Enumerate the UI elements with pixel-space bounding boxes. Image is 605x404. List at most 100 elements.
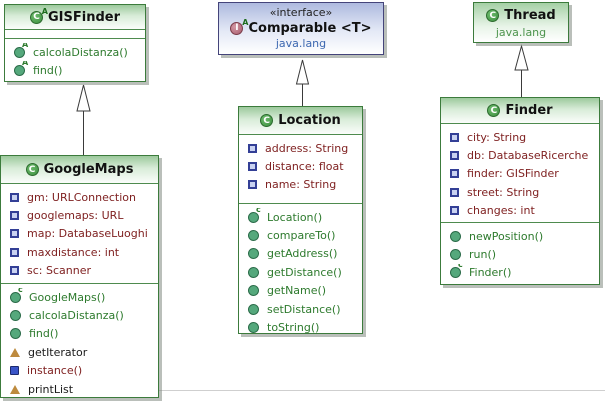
method-label: getName() <box>267 284 327 298</box>
field-label: map: DatabaseLuoghi <box>27 227 148 241</box>
constructor-badge: c <box>458 263 463 270</box>
public-method-icon <box>248 322 259 334</box>
method-label: getAddress() <box>267 247 338 261</box>
method-row[interactable]: c GoogleMaps() <box>1 288 158 306</box>
class-icon: C <box>260 114 274 127</box>
package-label: java.lang <box>275 37 327 50</box>
field-row[interactable]: changes: int <box>441 202 599 220</box>
class-icon: C <box>486 9 500 22</box>
googlemaps-methods-compartment: c GoogleMaps() calcolaDistanza() find() … <box>1 283 158 399</box>
field-row[interactable]: map: DatabaseLuoghi <box>1 225 158 243</box>
method-row[interactable]: getAddress() <box>239 245 362 263</box>
method-row[interactable]: toString() <box>239 318 362 334</box>
constructor-icon: c <box>450 263 463 279</box>
public-method-icon <box>450 230 461 242</box>
field-row[interactable]: sc: Scanner <box>1 262 158 280</box>
gisfinder-header[interactable]: C A GISFinder <box>5 5 145 29</box>
public-method-icon <box>248 303 259 315</box>
field-row[interactable]: city: String <box>441 128 599 146</box>
interface-box-comparable[interactable]: «interface» I A Comparable <T> java.lang <box>218 2 384 55</box>
field-row[interactable]: gm: URLConnection <box>1 188 158 206</box>
constructor-icon: c <box>10 288 23 303</box>
public-method-icon <box>248 230 259 242</box>
constructor-badge: c <box>18 288 23 294</box>
field-row[interactable]: street: String <box>441 183 599 201</box>
field-row[interactable]: distance: float <box>239 157 362 175</box>
public-method-icon <box>450 249 461 261</box>
method-row[interactable]: printList <box>1 380 158 398</box>
finder-methods-compartment: newPosition() run() c Finder() <box>441 222 599 284</box>
class-box-googlemaps[interactable]: C GoogleMaps gm: URLConnection googlemap… <box>0 155 159 398</box>
method-row[interactable]: setDistance() <box>239 300 362 318</box>
method-row[interactable]: A calcolaDistanza() <box>5 43 145 61</box>
public-method-icon <box>10 328 21 340</box>
abstract-badge: A <box>22 61 29 68</box>
public-method-icon <box>248 266 259 278</box>
interface-title: Comparable <T> <box>248 20 372 36</box>
field-row[interactable]: name: String <box>239 176 362 194</box>
method-row[interactable]: getDistance() <box>239 263 362 281</box>
class-icon-letter: C <box>490 105 498 116</box>
method-row[interactable]: c Finder() <box>441 264 599 282</box>
finder-header[interactable]: C Finder <box>441 98 599 123</box>
inheritance-arrow-googlemaps-gisfinder[interactable] <box>76 84 91 155</box>
googlemaps-header[interactable]: C GoogleMaps <box>1 156 158 183</box>
class-box-thread[interactable]: C Thread java.lang <box>473 2 569 43</box>
field-row[interactable]: address: String <box>239 139 362 157</box>
field-row[interactable]: finder: GISFinder <box>441 165 599 183</box>
inheritance-arrow-finder-thread[interactable] <box>514 44 529 97</box>
method-label: Location() <box>267 210 323 224</box>
class-icon: C <box>487 104 501 117</box>
class-box-finder[interactable]: C Finder city: String db: DatabaseRicerc… <box>440 97 600 285</box>
class-title: GoogleMaps <box>43 162 134 177</box>
method-row[interactable]: instance() <box>1 362 158 380</box>
method-row[interactable]: getIterator <box>1 343 158 361</box>
method-label: compareTo() <box>267 229 336 243</box>
gisfinder-methods-compartment: A calcolaDistanza() A find() <box>5 38 145 80</box>
field-row[interactable]: maxdistance: int <box>1 243 158 261</box>
field-icon <box>450 151 459 161</box>
implements-arrow-location-comparable[interactable] <box>295 59 310 107</box>
field-label: city: String <box>467 130 527 144</box>
field-icon <box>450 132 459 142</box>
public-method-icon <box>248 285 259 297</box>
finder-fields-compartment: city: String db: DatabaseRicerche finder… <box>441 123 599 222</box>
method-label: run() <box>469 248 497 262</box>
method-label: setDistance() <box>267 302 341 316</box>
page-boundary-line <box>0 390 605 391</box>
method-row[interactable]: A find() <box>5 61 145 79</box>
field-icon <box>248 143 257 153</box>
class-title: GISFinder <box>48 9 120 25</box>
location-header[interactable]: C Location <box>239 107 362 134</box>
method-row[interactable]: calcolaDistanza() <box>1 306 158 324</box>
thread-header: C Thread <box>474 3 568 26</box>
protected-member-icon <box>10 347 20 357</box>
class-box-gisfinder[interactable]: C A GISFinder A calcolaDistanza() A find… <box>4 4 146 82</box>
field-label: changes: int <box>467 204 535 218</box>
method-row[interactable]: newPosition() <box>441 227 599 245</box>
class-icon-letter: C <box>263 115 271 126</box>
package-label: java.lang <box>495 26 547 39</box>
field-row[interactable]: db: DatabaseRicerche <box>441 146 599 164</box>
method-label: newPosition() <box>469 229 544 243</box>
class-icon-letter: C <box>28 164 36 175</box>
method-row[interactable]: getName() <box>239 282 362 300</box>
field-icon <box>10 229 19 239</box>
abstract-badge: A <box>41 6 48 16</box>
field-label: db: DatabaseRicerche <box>467 149 589 163</box>
method-row[interactable]: find() <box>1 325 158 343</box>
field-label: maxdistance: int <box>27 245 120 259</box>
field-icon <box>450 169 459 179</box>
abstract-method-icon: A <box>14 61 28 77</box>
gisfinder-fields-compartment <box>5 29 145 38</box>
method-label: Finder() <box>469 266 512 280</box>
public-method-icon <box>10 310 21 322</box>
class-title: Thread <box>504 8 556 23</box>
method-row[interactable]: compareTo() <box>239 226 362 244</box>
protected-member-icon <box>10 384 20 394</box>
method-row[interactable]: run() <box>441 245 599 263</box>
field-row[interactable]: googlemaps: URL <box>1 206 158 224</box>
class-box-location[interactable]: C Location address: String distance: flo… <box>238 106 363 334</box>
method-row[interactable]: c Location() <box>239 208 362 226</box>
